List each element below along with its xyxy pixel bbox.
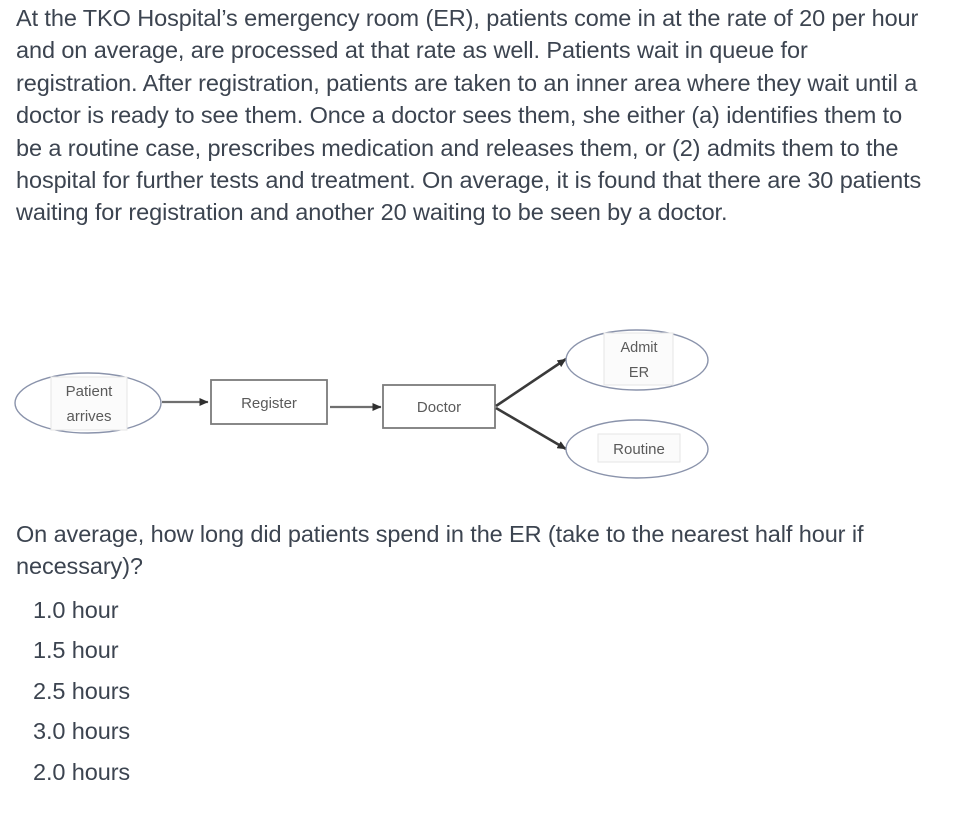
admit-er-label-line1: Admit (620, 340, 657, 356)
patient-arrives-label-line2: arrives (66, 408, 111, 425)
node-patient-arrives: Patient arrives (14, 372, 162, 434)
answer-option[interactable]: 3.0 hours (33, 718, 131, 745)
answer-option[interactable]: 2.5 hours (33, 677, 131, 704)
answer-option[interactable]: 1.5 hour (33, 637, 119, 664)
admit-er-label-line2: ER (629, 365, 649, 381)
register-label: Register (241, 395, 297, 412)
admit-er-label-box (603, 332, 674, 386)
patient-arrives-label-line1: Patient (66, 383, 114, 400)
node-doctor: Doctor (382, 384, 496, 429)
arrow-doctor-to-routine (495, 406, 567, 451)
arrow-doctor-to-admit (495, 357, 567, 408)
answer-options-list: 1.0 hour 1.5 hour 2.5 hours 3.0 hours 2.… (33, 590, 533, 792)
node-register: Register (210, 379, 328, 425)
process-flow-diagram: Patient arrives Register Doctor Admit ER (0, 315, 760, 495)
register-rect (210, 379, 328, 425)
patient-arrives-label-box (50, 376, 128, 431)
routine-label-box (597, 433, 681, 463)
node-routine: Routine (565, 419, 709, 479)
answer-option[interactable]: 2.0 hours (33, 758, 131, 785)
scenario-paragraph: At the TKO Hospital’s emergency room (ER… (16, 5, 928, 226)
question-text: On average, how long did patients spend … (16, 521, 870, 580)
doctor-rect (382, 384, 496, 429)
node-admit-er: Admit ER (565, 329, 709, 391)
routine-label: Routine (613, 441, 665, 458)
answer-option[interactable]: 1.0 hour (33, 597, 119, 623)
doctor-label: Doctor (417, 399, 461, 416)
